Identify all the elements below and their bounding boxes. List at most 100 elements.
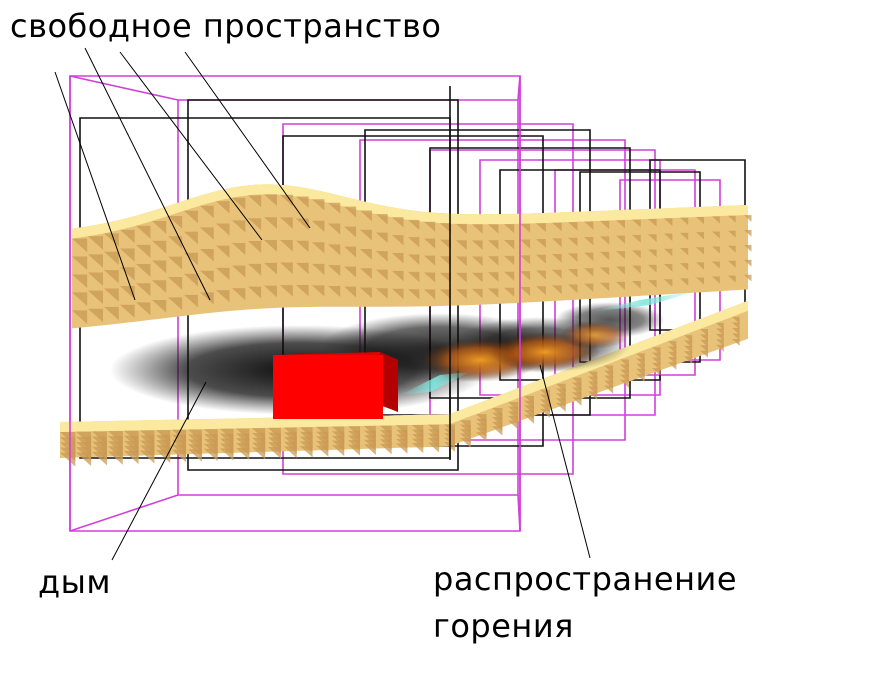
ceiling-voxel-tooth [712,216,720,224]
floor-voxel-tooth [412,442,424,454]
ceiling-voxel-tooth [648,264,657,273]
ceiling-voxel-tooth [440,223,451,233]
ceiling-voxel-tooth [248,263,262,276]
ceiling-voxel-tooth [376,269,388,281]
black-frame-2 [282,135,544,447]
ceiling-voxel-tooth [520,239,531,249]
ceiling-voxel-tooth [424,238,436,249]
floor-voxel-tooth [284,446,297,459]
ceiling-voxel-tooth [216,290,230,303]
ceiling-voxel-tooth [184,273,198,287]
ceiling-voxel-tooth [568,222,578,231]
ceiling-voxel-tooth [248,241,262,253]
floor-voxel-tooth [556,383,566,393]
ceiling-voxel-tooth [136,244,151,258]
ceiling-voxel-tooth [280,217,293,229]
ceiling-voxel-tooth [344,286,357,298]
floor-voxel-tooth [652,368,661,376]
ceiling-voxel-tooth [312,242,325,254]
ceiling-voxel-tooth [744,244,752,252]
ceiling-voxel-tooth [744,215,752,222]
ceiling-voxel-tooth [216,201,230,214]
floor-voxel-tooth [188,449,202,462]
floor-voxel-tooth [172,449,187,463]
ceiling-voxel-tooth [104,270,119,284]
floor-voxel-tooth [524,405,535,415]
ceiling-voxel-tooth [120,304,135,318]
ceiling-voxel-tooth [408,254,420,265]
ceiling-voxel-tooth [600,236,610,245]
floor-voxel-tooth [428,442,440,453]
floor-voxel-tooth [572,377,582,387]
ceiling-voxel-tooth [264,240,277,252]
ceiling-voxel-tooth [152,240,167,254]
ceiling-voxel-tooth [88,290,103,305]
ceiling-voxel-tooth [536,254,546,264]
ceiling-voxel-tooth [744,259,752,267]
floor-voxel-tooth [460,424,471,435]
ceiling-voxel-tooth [376,232,388,244]
wireframe-frames-back [69,75,746,532]
ceiling-voxel-tooth [680,263,689,271]
ceiling-voxel-tooth [344,206,357,218]
ceiling-voxel-tooth [440,289,451,300]
floor-voxel-tooth [332,445,345,457]
floor-voxel-tooth [140,450,155,464]
ceiling-voxel-tooth [744,230,752,237]
combustion-spread-label-line2: горения [433,607,574,645]
floor-voxel-tooth [60,442,76,457]
floor-voxel-tooth [316,431,329,443]
ceiling-voxel-tooth [136,283,151,297]
floor-voxel-tooth [620,379,629,388]
black-frame-4 [429,147,631,399]
ceiling-voxel-tooth [712,246,720,254]
ceiling-voxel-tooth [296,196,309,208]
ceiling-voxel-tooth [728,215,736,223]
ceiling-voxel-tooth [472,240,483,250]
floor-voxel-tooth [620,374,629,383]
floor-voxel-tooth [236,447,250,460]
floor-voxel-tooth [300,427,313,439]
magenta-frame-7 [619,179,721,361]
ceiling-voxel-tooth [520,223,531,233]
floor-voxel-tooth [700,329,708,337]
leader-lines [54,47,591,561]
floor-voxel-tooth [604,375,614,384]
ceiling-voxel-tooth [264,217,277,229]
ceiling-voxel-tooth [232,242,246,255]
floor-voxel-tooth [684,345,693,354]
floor-voxel-tooth [364,444,376,455]
floor-voxel-tooth [540,404,550,413]
ceiling-voxel-tooth [472,272,483,283]
floor-voxel-tooth [508,420,519,430]
floor-voxel-tooth [380,443,392,455]
ceiling-voxel-tooth [232,220,246,233]
floor-voxel-tooth [572,397,582,406]
black-frame-3 [364,129,591,416]
ceiling-voxel-tooth [392,235,404,246]
ceiling-voxel-tooth [616,266,625,275]
ceiling-voxel-tooth [264,262,277,275]
ceiling-voxel-tooth [88,236,103,250]
floor-voxel-tooth [268,446,281,459]
ceiling-voxel-tooth [200,249,214,262]
floor-voxel-tooth [236,438,250,451]
ceiling-voxel-tooth [680,232,689,241]
floor-voxel-tooth [572,392,582,401]
floor-voxel-tooth [460,437,471,448]
ceiling-voxel-tooth [456,289,467,299]
ceiling-voxel-tooth [520,286,531,297]
ceiling-voxel-tooth [616,281,625,290]
ceiling-voxel-tooth [440,256,451,267]
ceiling-voxel-tooth [648,280,657,288]
ceiling-voxel-tooth [72,310,88,325]
floor-voxel-tooth [556,403,566,412]
ceiling-voxel-tooth [552,222,562,232]
ceiling-voxel-tooth [120,229,135,243]
ceiling-voxel-tooth [424,255,436,266]
ceiling-voxel-tooth [664,264,673,272]
ceiling-voxel-tooth [120,267,135,281]
ceiling-voxel-tooth [488,256,499,266]
ceiling-voxel-tooth [696,232,705,240]
ceiling-voxel-tooth [312,285,325,297]
